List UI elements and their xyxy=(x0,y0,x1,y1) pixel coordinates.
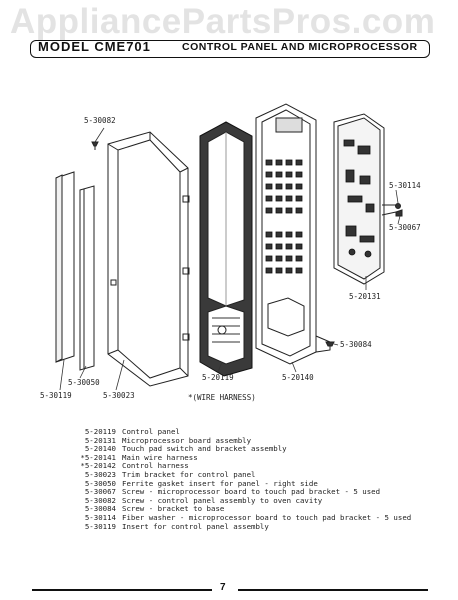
callout-5-30050: 5-30050 xyxy=(68,378,100,387)
trim-bracket-part xyxy=(107,131,190,387)
part-number: 5-30119 xyxy=(84,521,116,531)
model-label: MODEL CME701 xyxy=(38,39,151,54)
parts-list-row: *5-20141 Main wire harness xyxy=(78,452,411,463)
part-description: Control harness xyxy=(122,461,189,471)
parts-list: 5-20119 Control panel 5-20131 Microprocesso… xyxy=(78,427,412,532)
part-description: Main wire harness xyxy=(122,452,198,462)
header-box xyxy=(30,40,430,58)
part-number: *5-20141 xyxy=(80,452,116,462)
parts-list-row: 5-30084 Screw - bracket to base xyxy=(78,505,411,514)
insert-strip-part xyxy=(55,171,75,363)
callout-5-30023: 5-30023 xyxy=(103,391,135,400)
part-number: 5-20119 xyxy=(84,427,116,436)
screw-30082 xyxy=(91,141,99,150)
parts-list-row: 5-20119 Control panel xyxy=(78,427,411,437)
page-number: 7 xyxy=(220,582,226,593)
part-description: Screw - bracket to base xyxy=(122,504,225,514)
part-number: 5-30050 xyxy=(84,478,116,488)
part-description: Microprocessor board assembly xyxy=(122,435,252,445)
part-description: Fiber washer - microprocessor board to t… xyxy=(122,512,412,522)
callout-5-20119: 5-20119 xyxy=(202,373,234,382)
callout-5-30082: 5-30082 xyxy=(84,116,116,125)
wire-harness-note: *(WIRE HARNESS) xyxy=(188,393,256,402)
parts-list-row: 5-30082 Screw - control panel assembly to… xyxy=(78,495,411,506)
part-description: Trim bracket for control panel xyxy=(122,469,256,479)
callout-5-20140: 5-20140 xyxy=(282,373,314,382)
footer-rule-right xyxy=(238,589,428,591)
footer-rule-left xyxy=(32,589,212,591)
part-description: Ferrite gasket insert for panel - right … xyxy=(122,478,318,488)
parts-list-row: 5-30023 Trim bracket for control panel xyxy=(78,469,411,480)
part-number: 5-20131 xyxy=(84,435,116,445)
parts-list-row: *5-20142 Control harness xyxy=(78,462,411,471)
callout-5-30114: 5-30114 xyxy=(389,181,421,190)
screw-30067 xyxy=(395,209,403,217)
parts-list-row: 5-20140 Touch pad switch and bracket asse… xyxy=(78,445,411,454)
parts-list-row: 5-30114 Fiber washer - microprocessor boa… xyxy=(78,512,412,523)
washer-30114 xyxy=(395,203,401,209)
callout-5-30067: 5-30067 xyxy=(389,223,421,232)
parts-list-row: 5-30050 Ferrite gasket insert for panel -… xyxy=(78,478,411,489)
part-number: 5-30023 xyxy=(84,469,116,479)
callout-5-30119: 5-30119 xyxy=(40,391,72,400)
part-description: Touch pad switch and bracket assembly xyxy=(122,444,287,454)
control-panel-part xyxy=(199,121,253,377)
microprocessor-board-part xyxy=(333,113,397,285)
part-description: Screw - microprocessor board to touch pa… xyxy=(122,487,381,497)
callout-5-20131: 5-20131 xyxy=(349,292,381,301)
part-number: 5-20140 xyxy=(84,444,116,454)
part-number: 5-30082 xyxy=(84,495,116,505)
part-description: Screw - control panel assembly to oven c… xyxy=(122,495,323,505)
parts-list-row: 5-30119 Insert for control panel assembly xyxy=(78,521,411,532)
parts-list-row: 5-30067 Screw - microprocessor board to t… xyxy=(78,488,411,497)
part-description: Insert for control panel assembly xyxy=(122,521,269,531)
screw-30084 xyxy=(325,341,335,350)
ferrite-gasket-part xyxy=(79,185,95,371)
part-number: *5-20142 xyxy=(80,461,116,471)
touch-pad-bracket-part xyxy=(255,103,331,365)
part-number: 5-30067 xyxy=(84,487,116,497)
diagram-title: CONTROL PANEL AND MICROPROCESSOR xyxy=(182,41,418,53)
part-number: 5-30084 xyxy=(84,504,116,514)
callout-5-30084: 5-30084 xyxy=(340,340,372,349)
part-number: 5-30114 xyxy=(84,512,116,522)
part-description: Control panel xyxy=(122,427,180,436)
parts-list-row: 5-20131 Microprocessor board assembly xyxy=(78,435,411,446)
